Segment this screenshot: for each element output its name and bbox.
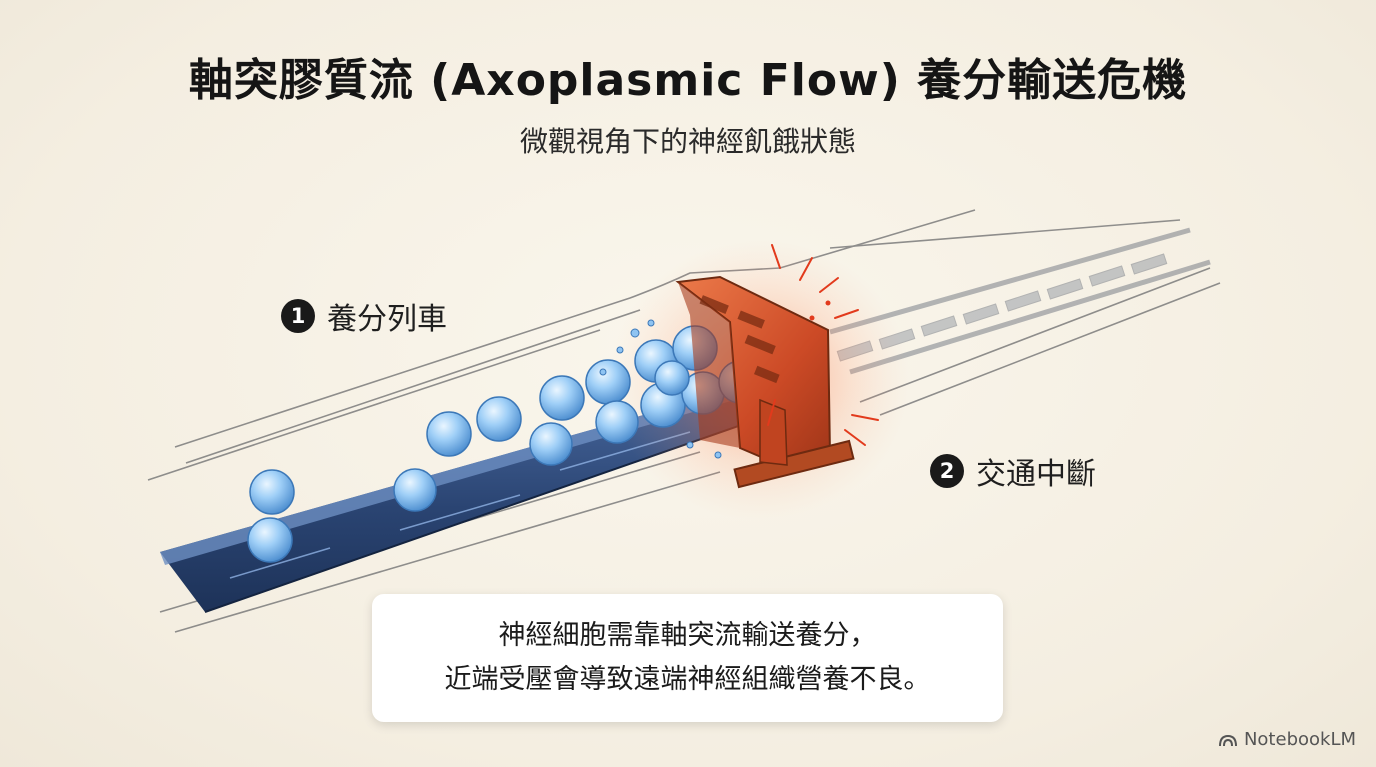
label-traffic-interruption: 2 交通中斷 [930, 449, 1096, 493]
notebooklm-watermark: NotebookLM [1218, 729, 1356, 750]
label-nutrient-train: 1 養分列車 [281, 294, 447, 338]
nutrient-ball [585, 359, 631, 405]
watermark-text: NotebookLM [1243, 729, 1356, 750]
nutrient-ball [393, 468, 437, 512]
caption-line-2: 近端受壓會導致遠端神經組織營養不良。 [444, 664, 931, 695]
nutrient-ball [247, 517, 293, 563]
nutrient-ball [426, 411, 472, 457]
nutrient-ball [529, 422, 573, 466]
bubble-particles [599, 319, 722, 459]
page-subtitle: 微觀視角下的神經飢餓狀態 [519, 125, 856, 158]
caption-box: 神經細胞需靠軸突流輸送養分， 近端受壓會導致遠端神經組織營養不良。 [372, 594, 1003, 722]
step-number-badge: 1 [281, 299, 315, 333]
nutrient-ball [539, 375, 585, 421]
step-label-text: 交通中斷 [976, 457, 1096, 492]
step-number-badge: 2 [930, 454, 964, 488]
notebooklm-logo-icon [1218, 734, 1237, 746]
nutrient-ball [595, 400, 639, 444]
barrier-block [675, 275, 855, 489]
caption-line-1: 神經細胞需靠軸突流輸送養分， [498, 620, 877, 651]
step-label-text: 養分列車 [327, 302, 447, 337]
nutrient-ball [654, 360, 690, 396]
page-title: 軸突膠質流 (Axoplasmic Flow) 養分輸送危機 [188, 55, 1188, 106]
nutrient-ball [476, 396, 522, 442]
impact-sparks [767, 244, 879, 446]
nutrient-ball [249, 469, 295, 515]
